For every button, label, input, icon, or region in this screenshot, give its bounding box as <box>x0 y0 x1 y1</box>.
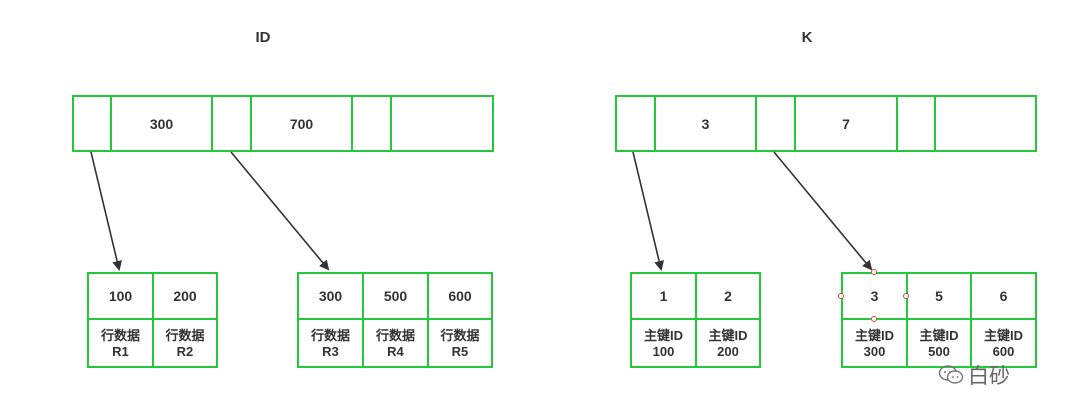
arrow-id-left <box>90 151 123 271</box>
row-data-label: 行数据 <box>310 328 350 343</box>
row-data-id: R5 <box>451 344 469 359</box>
primary-key-label: 主键ID <box>708 328 748 343</box>
k-tree-title: K <box>801 29 813 46</box>
selection-handle[interactable] <box>838 293 844 299</box>
id-root-pointer-cell <box>211 95 252 152</box>
row-data-id: R2 <box>176 344 194 359</box>
row-data-id: R4 <box>387 344 404 359</box>
row-data-label: 行数据 <box>375 328 415 343</box>
row-data-label: 行数据 <box>100 328 140 343</box>
primary-key-value: 500 <box>928 344 950 359</box>
primary-key-label: 主键ID <box>919 328 959 343</box>
k-root-key-cell <box>934 95 1037 152</box>
selection-handle[interactable] <box>871 269 877 275</box>
arrow-k-middle <box>773 151 873 271</box>
primary-key-label: 主键ID <box>643 328 683 343</box>
row-data-label: 行数据 <box>440 328 480 343</box>
id-leaf-key-cell: 300 <box>297 272 364 320</box>
k-leaf-key-cell: 1 <box>630 272 697 320</box>
row-data-id: R3 <box>322 344 339 359</box>
k-root-key-cell: 3 <box>654 95 757 152</box>
primary-key-value: 600 <box>992 344 1015 359</box>
selection-handle[interactable] <box>903 293 909 299</box>
primary-key-value: 300 <box>863 344 886 359</box>
row-data-id: R1 <box>112 344 129 359</box>
row-data-label: 行数据 <box>165 328 205 343</box>
id-root-key-cell <box>390 95 494 152</box>
primary-key-label: 主键ID <box>983 328 1023 343</box>
arrow-k-left <box>632 151 665 271</box>
primary-key-value: 200 <box>717 344 739 359</box>
wechat-icon <box>938 365 964 384</box>
primary-key-label: 主键ID <box>854 328 894 343</box>
watermark: 白砂 <box>938 360 1010 390</box>
k-leaf-key-cell: 6 <box>970 272 1037 320</box>
selection-handle[interactable] <box>871 316 877 322</box>
watermark-text: 白砂 <box>968 365 1010 388</box>
primary-key-value: 100 <box>652 344 675 359</box>
k-root-key-cell: 7 <box>794 95 898 152</box>
id-tree-title: ID <box>255 29 271 46</box>
arrow-id-middle <box>230 151 330 271</box>
